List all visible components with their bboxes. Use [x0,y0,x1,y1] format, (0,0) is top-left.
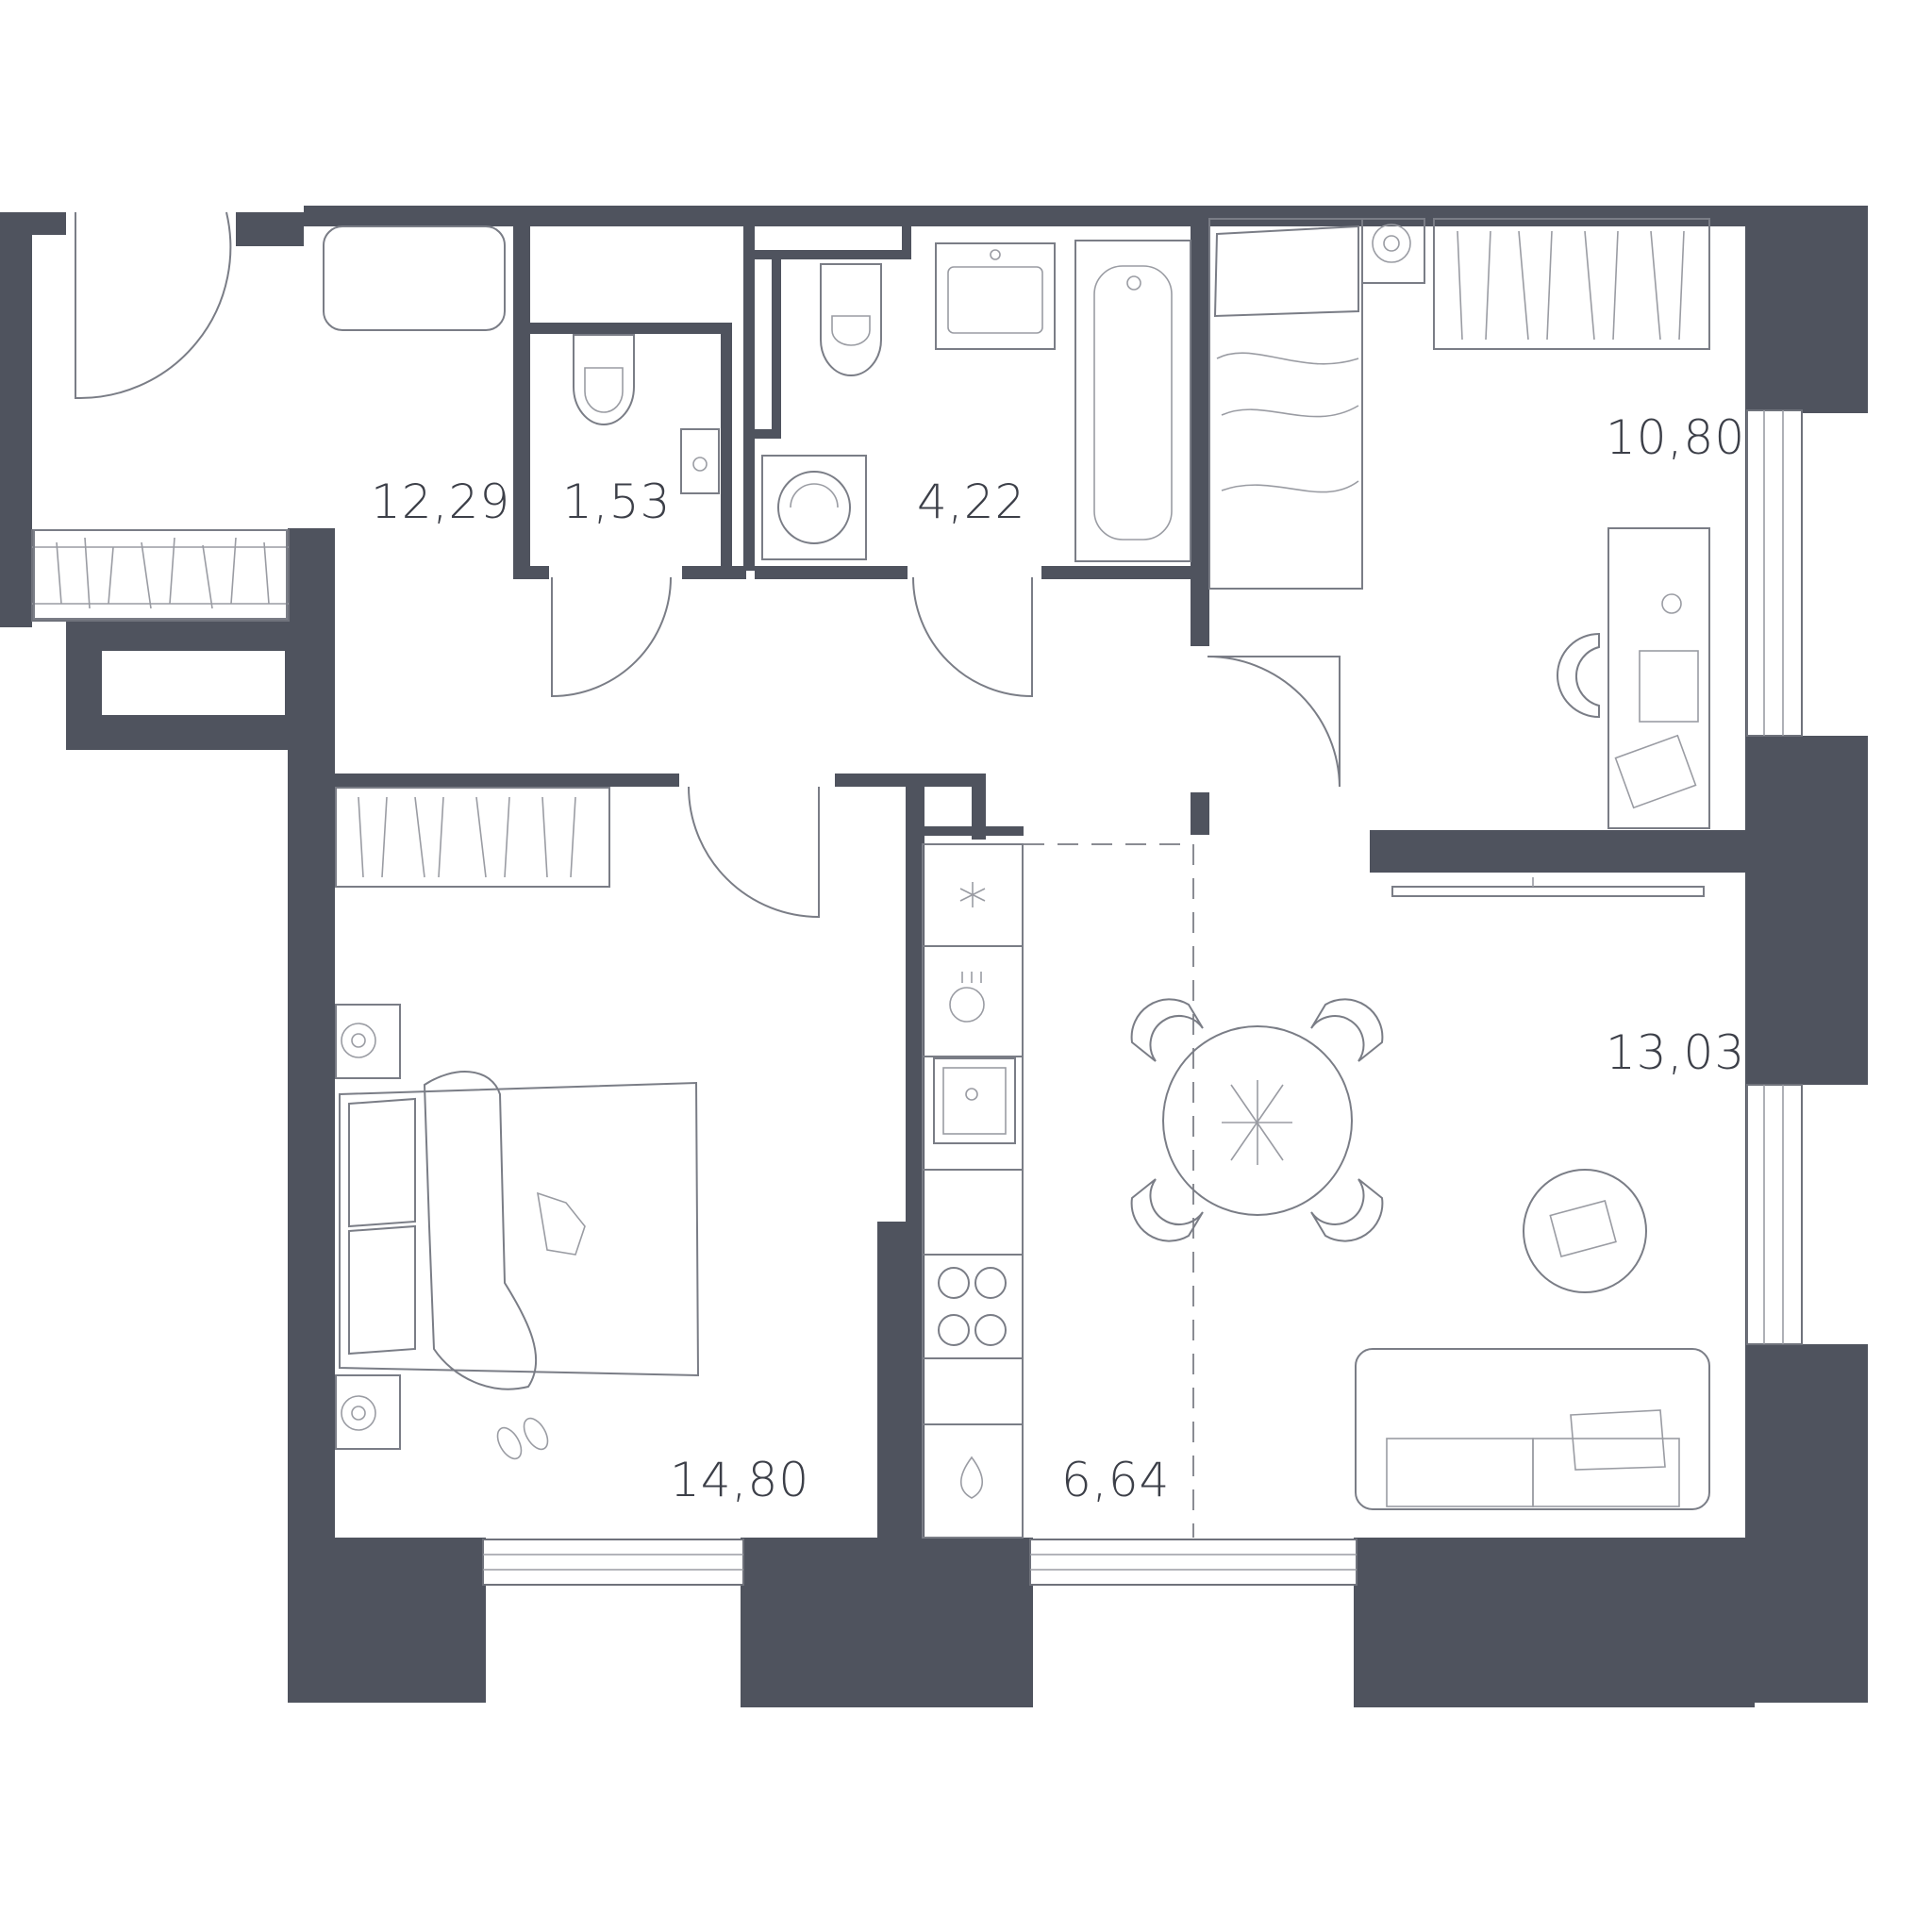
wardrobe [1433,218,1710,350]
coffee-table [1523,1169,1647,1293]
sink-icon [935,242,1056,350]
room-area-living-room: 13,03 [1606,1025,1746,1080]
fridge-icon [959,882,986,907]
room-area-kitchen: 6,64 [1061,1453,1171,1507]
room-area-wc: 1,53 [562,474,672,529]
slippers [496,1417,549,1460]
walls [0,206,1868,1707]
tv-icon [1391,877,1705,897]
room-area-bathroom: 4,22 [917,474,1026,529]
nightstand [335,1374,401,1450]
sink-icon [933,1057,1016,1144]
bathtub-icon [1074,240,1191,562]
nightstand [335,1004,401,1079]
doors [75,211,1341,919]
sink-icon [680,428,720,494]
bed-icon [1208,218,1363,590]
room-area-bedroom: 14,80 [670,1453,810,1507]
sink-icon [692,457,708,472]
toilet-icon [820,263,882,376]
bed-icon [339,1071,700,1390]
cooktop-icon [938,1267,1007,1346]
bench [323,225,506,331]
room-area-kids-room: 10,80 [1606,410,1746,465]
dining-table-icon [1130,998,1384,1242]
kitchen-counter [922,843,1024,1539]
toilet-icon [573,334,635,425]
dishwasher-icon [949,972,985,1023]
wardrobe [33,529,288,620]
sofa-icon [1355,1348,1710,1510]
stove-fire-icon [959,1456,984,1499]
wardrobe [335,787,610,888]
windows [31,409,1803,1586]
room-area-hall: 12,29 [371,474,511,529]
fan-icon [1361,218,1425,284]
desk-icon [1557,527,1710,829]
washing-machine-icon [761,455,867,560]
